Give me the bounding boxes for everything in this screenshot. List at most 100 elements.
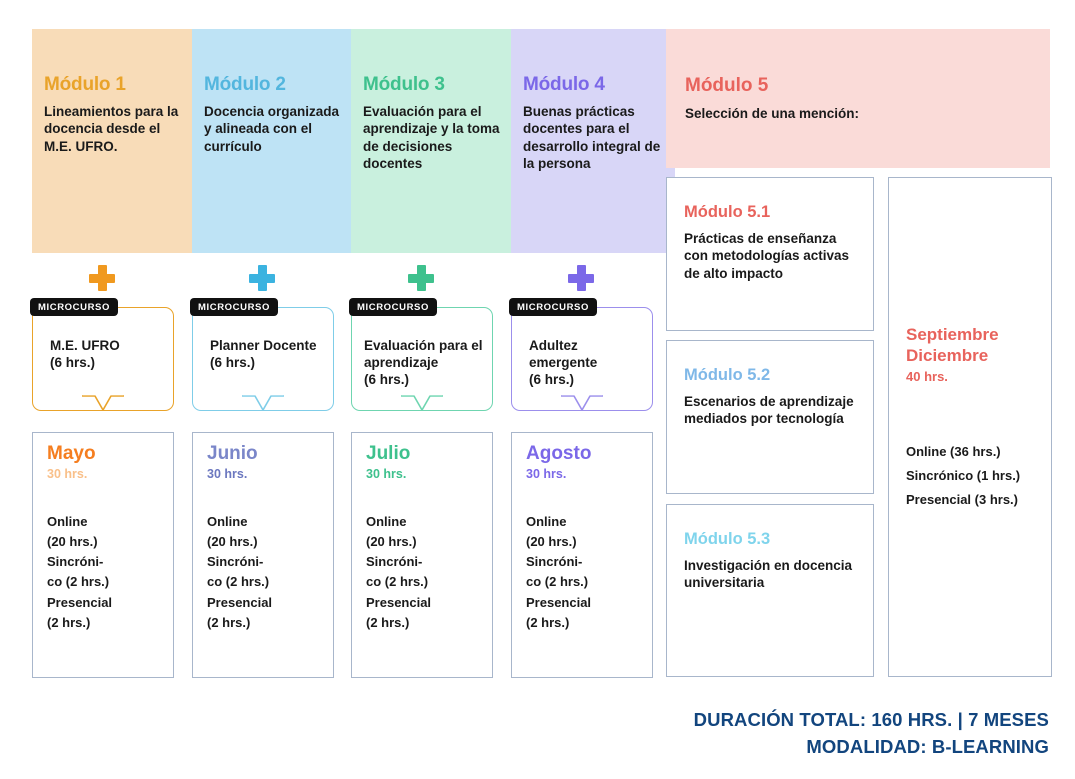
microcourse-badge: MICROCURSO [190, 298, 278, 316]
footer-modality: MODALIDAD: B-LEARNING [806, 736, 1049, 758]
microcourse-text: Evaluación para el aprendizaje (6 hrs.) [364, 338, 486, 389]
month-line: Online [207, 514, 248, 529]
month-line: Sincróni- [526, 554, 583, 570]
module-card-4[interactable]: Módulo 4 Buenas prácticas docentes para … [511, 29, 675, 253]
month-box-julio[interactable]: Julio 30 hrs. Online (20 hrs.) Sincróni-… [351, 432, 493, 678]
period-modality-list: Online (36 hrs.) Sincrónico (1 hrs.) Pre… [906, 440, 1043, 512]
module-card-title: Módulo 4 [523, 74, 605, 95]
month-box-junio[interactable]: Junio 30 hrs. Online (20 hrs.) Sincróni-… [192, 432, 334, 678]
month-modality-list: Online (20 hrs.) Sincróni- co (2 hrs.) P… [366, 512, 482, 633]
microcourse-card-1[interactable]: MICROCURSO M.E. UFRO (6 hrs.) [30, 298, 174, 411]
submodule-description: Escenarios de aprendizaje mediados por t… [684, 394, 854, 427]
plus-icon [249, 265, 275, 291]
microcourse-text: Planner Docente (6 hrs.) [210, 338, 325, 372]
month-line: Presencial [47, 594, 113, 610]
microcourse-text: M.E. UFRO (6 hrs.) [50, 338, 165, 372]
month-hours: 30 hrs. [207, 467, 248, 481]
module-card-title: Módulo 2 [204, 74, 286, 95]
submodule-title: Módulo 5.1 [684, 203, 771, 221]
microcourse-hours: (6 hrs.) [364, 371, 410, 387]
microcourse-badge: MICROCURSO [30, 298, 118, 316]
month-line: Presencial [366, 594, 432, 610]
month-line: co (2 hrs.) [207, 574, 270, 590]
module-card-description: Lineamientos para la docencia desde el M… [44, 104, 179, 154]
month-line: Online [526, 514, 567, 529]
period-box-septiembre-diciembre[interactable]: Septiembre Diciembre 40 hrs. Online (36 … [888, 177, 1052, 677]
microcourse-card-2[interactable]: MICROCURSO Planner Docente (6 hrs.) [190, 298, 334, 411]
submodule-title: Módulo 5.3 [684, 530, 771, 548]
period-line: Sincrónico (1 hrs.) [906, 468, 1021, 484]
month-line: (2 hrs.) [207, 614, 251, 630]
bubble-tail-icon [82, 394, 124, 411]
month-name: Agosto [526, 443, 592, 464]
month-line: Sincróni- [207, 554, 264, 570]
submodule-title: Módulo 5.2 [684, 366, 771, 384]
module-card-2[interactable]: Módulo 2 Docencia organizada y alineada … [192, 29, 356, 253]
module-5-subtitle: Selección de una mención: [685, 106, 860, 121]
month-line: Sincróni- [366, 554, 423, 570]
module-card-description: Buenas prácticas docentes para el desarr… [523, 104, 661, 171]
module-card-3[interactable]: Módulo 3 Evaluación para el aprendizaje … [351, 29, 515, 253]
plus-icon [408, 265, 434, 291]
month-hours: 30 hrs. [526, 467, 567, 481]
microcourse-hours: (6 hrs.) [210, 354, 256, 370]
month-modality-list: Online (20 hrs.) Sincróni- co (2 hrs.) P… [207, 512, 323, 633]
module-5-2-box[interactable]: Módulo 5.2 Escenarios de aprendizaje med… [666, 340, 874, 494]
footer-duration: DURACIÓN TOTAL: 160 HRS. | 7 MESES [693, 709, 1049, 731]
module-card-title: Módulo 3 [363, 74, 445, 95]
month-hours: 30 hrs. [366, 467, 407, 481]
month-line: (20 hrs.) [207, 534, 258, 550]
month-line: (2 hrs.) [526, 614, 570, 630]
month-box-agosto[interactable]: Agosto 30 hrs. Online (20 hrs.) Sincróni… [511, 432, 653, 678]
module-5-3-box[interactable]: Módulo 5.3 Investigación en docencia uni… [666, 504, 874, 677]
microcourse-name: M.E. UFRO [50, 338, 120, 353]
submodule-description: Prácticas de enseñanza con metodologías … [684, 231, 850, 281]
month-line: Presencial [207, 594, 273, 610]
module-card-title: Módulo 1 [44, 74, 126, 95]
month-hours: 30 hrs. [47, 467, 88, 481]
module-5-1-box[interactable]: Módulo 5.1 Prácticas de enseñanza con me… [666, 177, 874, 331]
period-title-line-1: Septiembre [906, 325, 999, 344]
period-line: Online (36 hrs.) [906, 444, 1001, 459]
month-line: Online [366, 514, 407, 529]
month-line: (20 hrs.) [47, 534, 98, 550]
footer-summary: DURACIÓN TOTAL: 160 HRS. | 7 MESES MODAL… [694, 707, 1049, 761]
month-name: Julio [366, 443, 411, 464]
month-line: co (2 hrs.) [47, 574, 110, 590]
month-modality-list: Online (20 hrs.) Sincróni- co (2 hrs.) P… [526, 512, 642, 633]
microcourse-card-4[interactable]: MICROCURSO Adultez emergente (6 hrs.) [509, 298, 653, 411]
period-hours: 40 hrs. [906, 369, 948, 384]
month-line: Presencial [526, 594, 592, 610]
module-card-description: Evaluación para el aprendizaje y la toma… [363, 104, 500, 171]
bubble-tail-icon [242, 394, 284, 411]
month-line: (2 hrs.) [366, 614, 410, 630]
month-name: Junio [207, 443, 258, 464]
microcourse-card-3[interactable]: MICROCURSO Evaluación para el aprendizaj… [349, 298, 493, 411]
bubble-tail-icon [401, 394, 443, 411]
month-line: Online [47, 514, 88, 529]
period-line: Presencial (3 hrs.) [906, 492, 1018, 508]
month-box-mayo[interactable]: Mayo 30 hrs. Online (20 hrs.) Sincróni- … [32, 432, 174, 678]
month-line: (20 hrs.) [526, 534, 577, 550]
microcourse-badge: MICROCURSO [349, 298, 437, 316]
module-card-description: Docencia organizada y alineada con el cu… [204, 104, 340, 154]
plus-icon [568, 265, 594, 291]
microcourse-hours: (6 hrs.) [50, 354, 96, 370]
month-line: Sincróni- [47, 554, 104, 570]
module-card-1[interactable]: Módulo 1 Lineamientos para la docencia d… [32, 29, 196, 253]
submodule-description: Investigación en docencia universitaria [684, 558, 853, 591]
microcourse-badge: MICROCURSO [509, 298, 597, 316]
month-line: (2 hrs.) [47, 614, 91, 630]
bubble-tail-icon [561, 394, 603, 411]
month-modality-list: Online (20 hrs.) Sincróni- co (2 hrs.) P… [47, 512, 163, 633]
microcourse-hours: (6 hrs.) [529, 371, 575, 387]
microcourse-name: Adultez emergente [529, 338, 598, 370]
month-line: co (2 hrs.) [526, 574, 589, 590]
month-name: Mayo [47, 443, 96, 464]
period-title-line-2: Diciembre [906, 345, 989, 365]
module-5-banner[interactable]: Módulo 5 Selección de una mención: [666, 29, 1050, 168]
microcourse-text: Adultez emergente (6 hrs.) [529, 338, 644, 389]
plus-icon [89, 265, 115, 291]
module-5-title: Módulo 5 [685, 75, 769, 96]
